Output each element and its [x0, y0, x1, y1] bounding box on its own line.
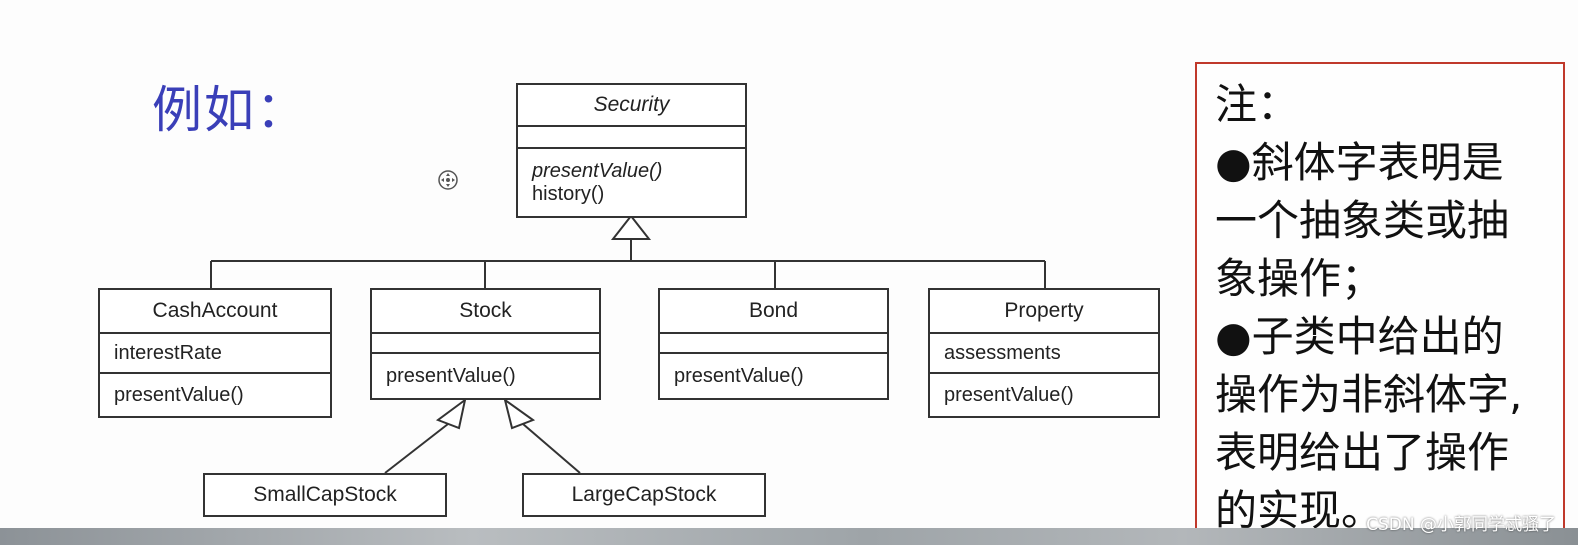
class-smallcapstock: SmallCapStock [203, 473, 447, 517]
class-attribute: assessments [930, 334, 1158, 374]
note-line: 一个抽象类或抽 [1215, 196, 1510, 245]
operation: presentValue() [386, 364, 516, 387]
class-name: Property [930, 290, 1158, 334]
move-icon[interactable] [437, 169, 459, 191]
class-largecapstock: LargeCapStock [522, 473, 766, 517]
class-cashaccount: CashAccount interestRate presentValue() [98, 288, 332, 418]
note-line: 的实现。 [1215, 486, 1384, 535]
class-stock: Stock presentValue() [370, 288, 601, 400]
bottom-band [0, 528, 1578, 545]
note-line: 操作为非斜体字, [1215, 370, 1523, 419]
note-line: 注： [1215, 80, 1300, 129]
class-attributes [660, 334, 887, 354]
watermark: CSDN @小郭同学忒骚了 [1366, 515, 1556, 535]
class-attributes [518, 127, 745, 149]
operation: presentValue() [944, 383, 1074, 406]
class-name: Stock [372, 290, 599, 334]
class-security: Security presentValue() history() [516, 83, 747, 218]
class-bond: Bond presentValue() [658, 288, 889, 400]
note-box: 注： ●斜体字表明是 一个抽象类或抽 象操作； ●子类中给出的 操作为非斜体字,… [1195, 62, 1565, 545]
class-operations: presentValue() history() [518, 149, 745, 216]
operation: history() [532, 182, 605, 205]
class-attributes [372, 334, 599, 354]
example-heading: 例如： [152, 81, 308, 139]
operation: presentValue() [532, 159, 663, 182]
class-attribute: interestRate [100, 334, 330, 374]
class-name: Security [518, 85, 745, 127]
class-name: Bond [660, 290, 887, 334]
class-name: CashAccount [100, 290, 330, 334]
class-property: Property assessments presentValue() [928, 288, 1160, 418]
note-line: ●子类中给出的 [1215, 312, 1504, 361]
operation: presentValue() [674, 364, 804, 387]
note-line: ●斜体字表明是 [1215, 138, 1504, 187]
note-line: 表明给出了操作 [1215, 428, 1510, 477]
operation: presentValue() [114, 383, 244, 406]
note-line: 象操作； [1215, 254, 1384, 303]
